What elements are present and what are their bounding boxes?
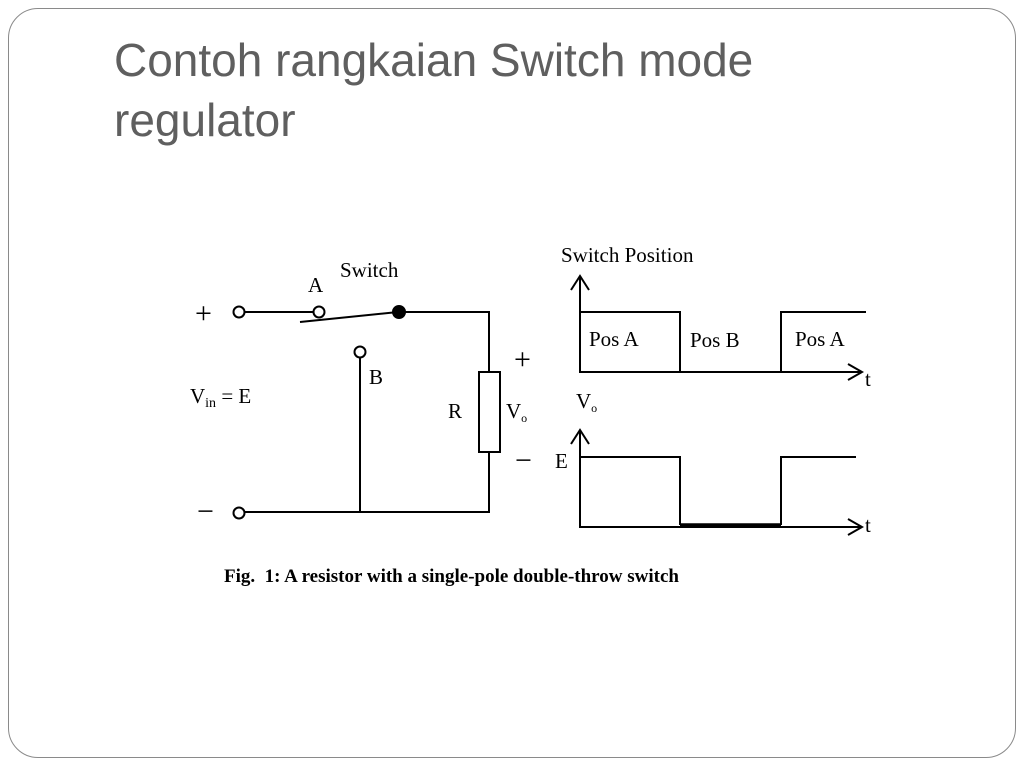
circuit-schematic xyxy=(232,305,501,520)
title-line-2: regulator xyxy=(114,94,296,146)
switch-position-y-arrow xyxy=(570,274,590,291)
pos-label-1: Pos A xyxy=(589,327,639,351)
vo-y-arrow xyxy=(570,428,590,445)
input-terminal-negative xyxy=(232,506,246,520)
switch-pulse-pos-a-1 xyxy=(580,311,681,372)
vo-x-arrow xyxy=(847,518,865,536)
slide-frame xyxy=(8,8,1016,758)
pos-label-3: Pos A xyxy=(795,327,845,351)
switch-position-plot xyxy=(570,274,866,381)
vo-pulse-2 xyxy=(780,456,856,525)
vin-minus-sign: − xyxy=(197,495,214,528)
switch-terminal-b xyxy=(353,345,367,359)
vo-pulse-1 xyxy=(580,456,681,525)
resistor xyxy=(478,371,501,453)
vo-plot-label: Vo xyxy=(576,389,597,415)
switch-blade xyxy=(299,311,399,323)
switch-pivot xyxy=(392,305,406,319)
vin-plus-sign: + xyxy=(195,297,212,330)
slide-title: Contoh rangkaian Switch mode regulator xyxy=(114,30,914,150)
wire-return xyxy=(245,452,490,513)
terminal-a-label: A xyxy=(308,273,324,297)
figure-caption: Fig. 1: A resistor with a single-pole do… xyxy=(224,566,679,587)
terminal-b-label: B xyxy=(369,365,383,389)
switch-position-title: Switch Position xyxy=(561,243,694,267)
vo-minus-sign: − xyxy=(515,444,532,477)
vo-plus-sign: + xyxy=(514,343,531,376)
switch-terminal-a xyxy=(312,305,326,319)
resistor-label: R xyxy=(448,399,462,423)
switch-pulse-pos-a-2 xyxy=(780,311,866,372)
e-level-label: E xyxy=(555,449,568,473)
pos-label-2: Pos B xyxy=(690,328,740,352)
switch-position-x-arrow xyxy=(847,363,865,381)
title-line-1: Contoh rangkaian Switch mode xyxy=(114,34,754,86)
vo-plot xyxy=(570,428,865,536)
switch-label: Switch xyxy=(340,258,399,282)
time-axis-label-1: t xyxy=(865,367,871,391)
input-terminal-positive xyxy=(232,305,246,319)
time-axis-label-2: t xyxy=(865,513,871,537)
vin-label: Vin = E xyxy=(190,384,251,411)
wire-pivot-to-resistor xyxy=(405,311,490,372)
vo-output-label: Vo xyxy=(506,399,527,425)
